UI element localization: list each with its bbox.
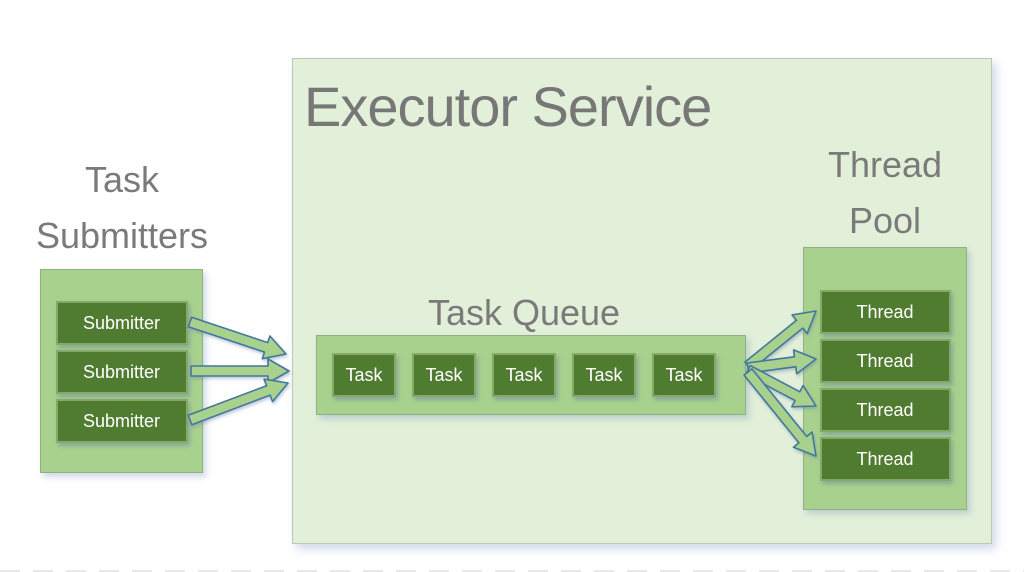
arrow-submitter2-to-queue <box>190 358 290 384</box>
bottom-crop-artifact <box>0 570 1024 572</box>
thread-pool-title: Thread Pool <box>827 144 943 241</box>
task-queue-container: Task Task Task Task Task <box>316 335 746 415</box>
arrow-submitter3-to-queue <box>187 378 289 426</box>
task-queue-title: Task Queue <box>427 292 621 333</box>
submitter-box: Submitter <box>55 301 188 345</box>
task-box: Task <box>332 353 396 397</box>
submitter-box: Submitter <box>55 399 188 443</box>
submitter-box: Submitter <box>55 350 188 394</box>
task-box: Task <box>572 353 636 397</box>
thread-box: Thread <box>819 339 951 383</box>
task-submitters-title: Task Submitters <box>35 159 209 256</box>
executor-service-title: Executor Service <box>304 75 712 138</box>
arrow-submitter1-to-queue <box>187 316 287 360</box>
thread-box: Thread <box>819 437 951 481</box>
task-box: Task <box>492 353 556 397</box>
thread-box: Thread <box>819 388 951 432</box>
thread-box: Thread <box>819 290 951 334</box>
thread-pool-container: Thread Thread Thread Thread <box>803 247 967 510</box>
task-submitters-container: Submitter Submitter Submitter <box>40 269 203 473</box>
task-box: Task <box>652 353 716 397</box>
task-box: Task <box>412 353 476 397</box>
